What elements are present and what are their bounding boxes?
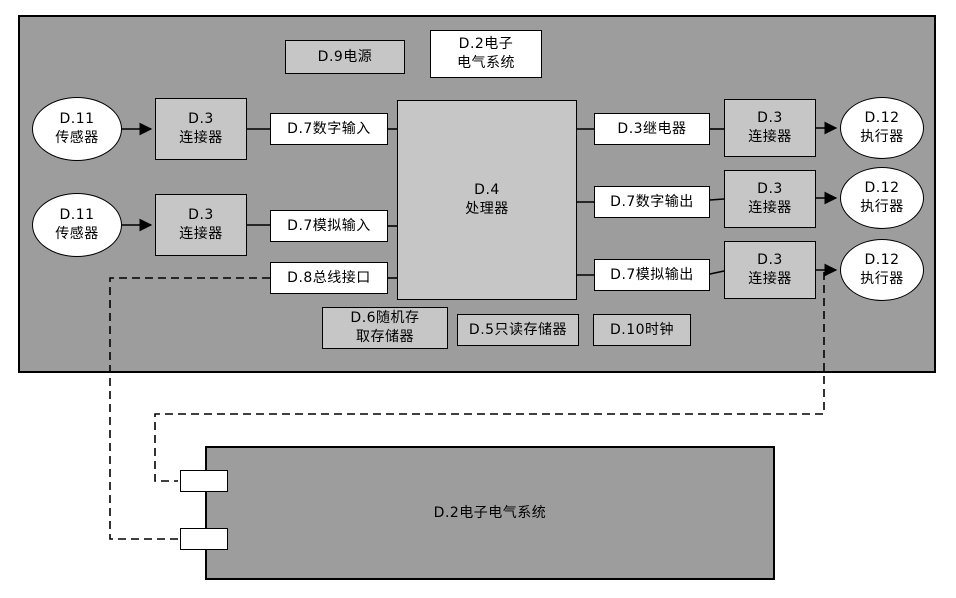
rom-label: D.5只读存储器 bbox=[468, 321, 568, 338]
rom-box: D.5只读存储器 bbox=[457, 314, 579, 346]
port-1 bbox=[180, 470, 228, 492]
input-connector-1-box: D.3 连接器 bbox=[155, 98, 247, 160]
sensor-1-ellipse: D.11 传感器 bbox=[32, 97, 122, 161]
actuator-2-line1: D.12 bbox=[864, 180, 900, 197]
system-title-line1: D.2电子 bbox=[458, 36, 514, 53]
external-system-panel bbox=[205, 446, 775, 580]
actuator-3-line2: 执行器 bbox=[860, 271, 904, 287]
clock-box: D.10时钟 bbox=[593, 314, 691, 346]
analog-input-label: D.7模拟输入 bbox=[287, 217, 371, 234]
bus-interface-box: D.8总线接口 bbox=[270, 262, 388, 294]
input-connector-1-line1: D.3 bbox=[188, 111, 214, 128]
input-connector-2-line1: D.3 bbox=[188, 207, 214, 224]
processor-line2: 处理器 bbox=[465, 201, 509, 217]
clock-label: D.10时钟 bbox=[609, 321, 675, 338]
digital-output-box: D.7数字输出 bbox=[594, 186, 710, 218]
output-connector-1-line1: D.3 bbox=[757, 110, 783, 127]
output-connector-1-line2: 连接器 bbox=[748, 129, 792, 145]
ram-line2: 取存储器 bbox=[356, 329, 414, 345]
relay-label: D.3继电器 bbox=[617, 120, 687, 137]
digital-input-box: D.7数字输入 bbox=[270, 113, 388, 145]
output-connector-2-line2: 连接器 bbox=[748, 200, 792, 216]
sensor-2-line2: 传感器 bbox=[55, 226, 99, 242]
output-connector-3-box: D.3 连接器 bbox=[724, 241, 816, 299]
power-supply-box: D.9电源 bbox=[285, 40, 405, 74]
actuator-3-ellipse: D.12 执行器 bbox=[840, 239, 924, 301]
digital-output-label: D.7数字输出 bbox=[610, 193, 694, 210]
sensor-2-ellipse: D.11 传感器 bbox=[32, 193, 122, 257]
processor-line1: D.4 bbox=[474, 182, 500, 199]
power-supply-label: D.9电源 bbox=[317, 48, 373, 65]
input-connector-2-box: D.3 连接器 bbox=[155, 194, 247, 256]
sensor-1-line2: 传感器 bbox=[55, 130, 99, 146]
actuator-2-ellipse: D.12 执行器 bbox=[840, 167, 924, 229]
output-connector-3-line1: D.3 bbox=[757, 252, 783, 269]
actuator-2-line2: 执行器 bbox=[860, 199, 904, 215]
digital-input-label: D.7数字输入 bbox=[287, 120, 371, 137]
ram-line1: D.6随机存 bbox=[350, 310, 420, 327]
sensor-1-line1: D.11 bbox=[59, 111, 95, 128]
relay-box: D.3继电器 bbox=[594, 113, 710, 145]
analog-output-label: D.7模拟输出 bbox=[610, 266, 694, 283]
analog-input-box: D.7模拟输入 bbox=[270, 210, 388, 242]
processor-box: D.4 处理器 bbox=[397, 100, 577, 300]
actuator-1-line2: 执行器 bbox=[860, 129, 904, 145]
actuator-1-ellipse: D.12 执行器 bbox=[840, 97, 924, 159]
input-connector-1-line2: 连接器 bbox=[179, 130, 223, 146]
system-title-box: D.2电子 电气系统 bbox=[430, 30, 542, 78]
bus-interface-label: D.8总线接口 bbox=[287, 269, 371, 286]
output-connector-2-line1: D.3 bbox=[757, 181, 783, 198]
bottom-system-box: D.2电子电气系统 bbox=[205, 446, 775, 580]
input-connector-2-line2: 连接器 bbox=[179, 226, 223, 242]
actuator-1-line1: D.12 bbox=[864, 110, 900, 127]
bottom-system-label: D.2电子电气系统 bbox=[433, 504, 547, 521]
actuator-3-line1: D.12 bbox=[864, 252, 900, 269]
analog-output-box: D.7模拟输出 bbox=[594, 259, 710, 291]
output-connector-3-line2: 连接器 bbox=[748, 271, 792, 287]
output-connector-1-box: D.3 连接器 bbox=[724, 99, 816, 157]
system-title-line2: 电气系统 bbox=[457, 55, 515, 71]
sensor-2-line1: D.11 bbox=[59, 207, 95, 224]
port-2 bbox=[180, 528, 228, 550]
output-connector-2-box: D.3 连接器 bbox=[724, 170, 816, 228]
ram-box: D.6随机存 取存储器 bbox=[322, 307, 448, 349]
